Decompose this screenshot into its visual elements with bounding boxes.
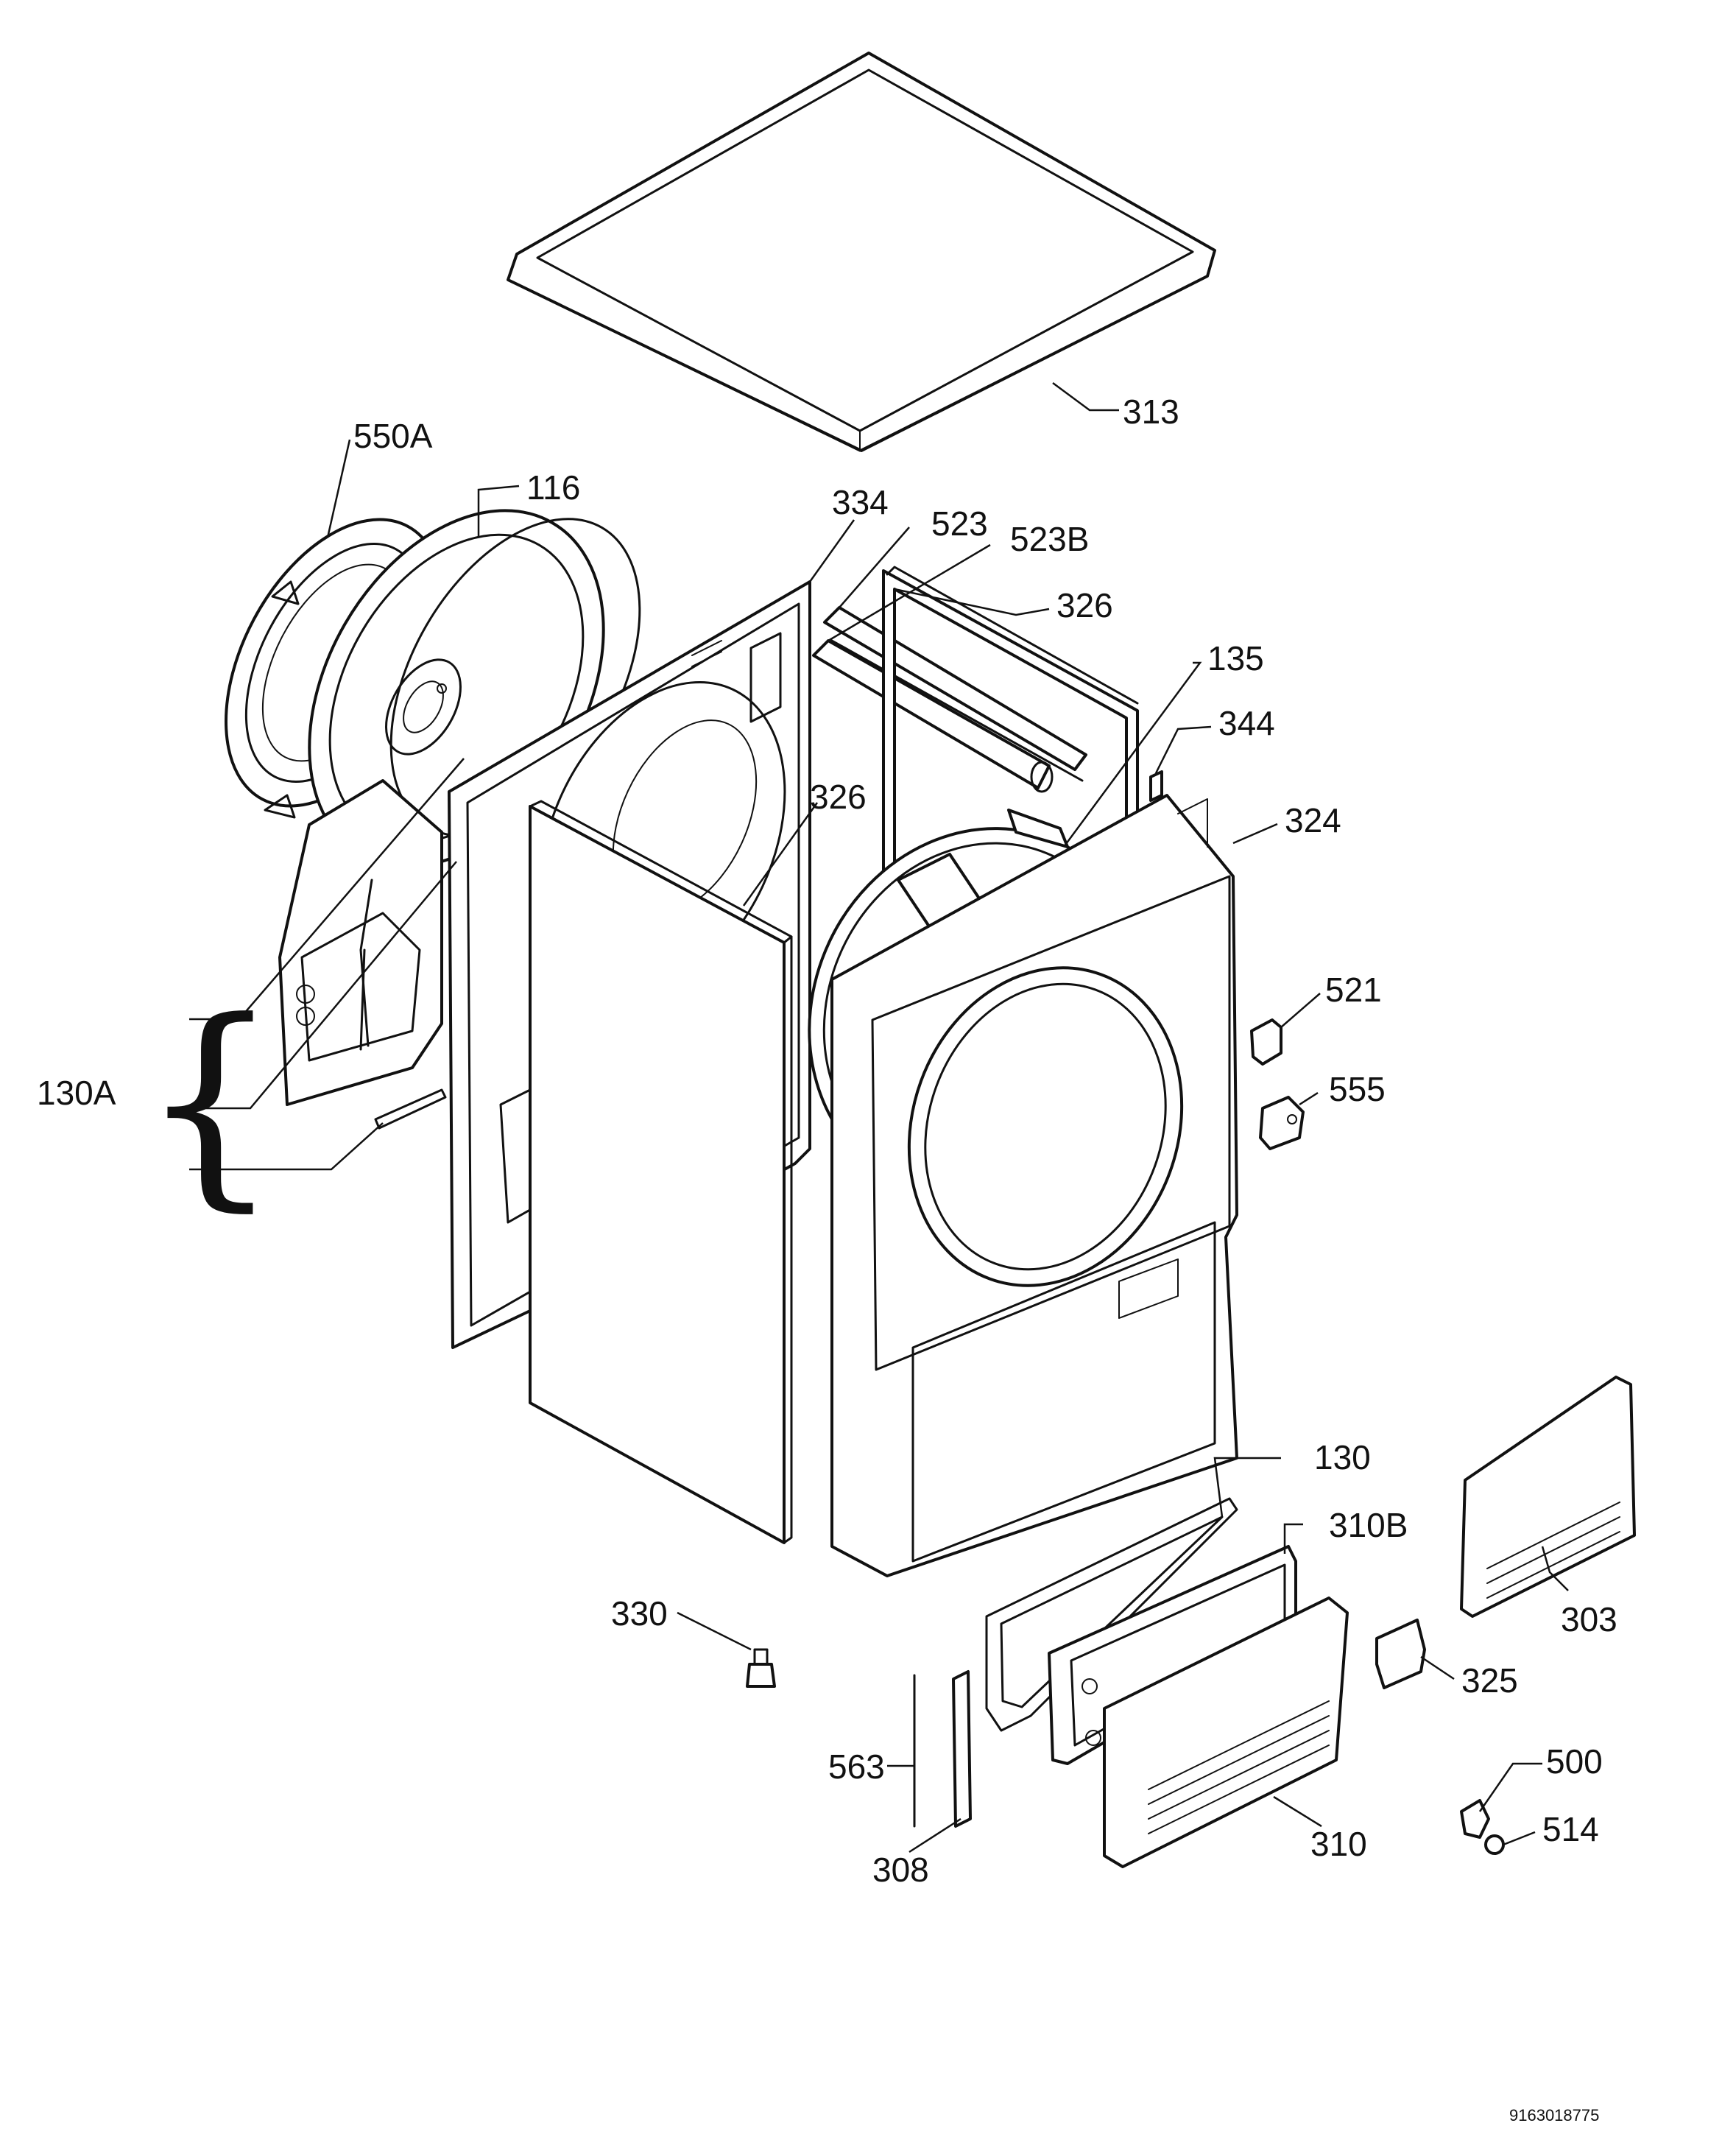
part-523-frame-rail [823,606,1087,782]
part-313-top-cover [507,52,1216,452]
leader-514 [1503,1831,1536,1846]
label-555: 555 [1329,1070,1386,1108]
part-555-cap [1259,1096,1305,1150]
leader-135 [1062,661,1202,848]
label-310: 310 [1310,1825,1367,1863]
label-550A: 550A [353,417,433,455]
leader-lines [189,381,1569,1853]
leader-303 [1541,1546,1569,1591]
leader-500 [1478,1762,1542,1812]
leader-130A-c [189,1122,384,1171]
label-313: 313 [1123,392,1179,431]
leader-334 [808,519,855,582]
label-326-top: 326 [1056,586,1113,624]
label-514: 514 [1542,1810,1599,1848]
part-303-kick-panel [1460,1376,1636,1618]
leader-324 [1232,823,1278,845]
leader-308 [908,1817,961,1853]
label-330: 330 [611,1594,668,1633]
leader-310 [1273,1795,1322,1828]
label-523B: 523B [1010,520,1089,558]
label-130: 130 [1314,1438,1371,1476]
brace-130A: { [140,974,280,1231]
leader-325 [1420,1655,1455,1680]
leader-130A-a [189,758,465,1021]
leader-550A [326,439,351,538]
label-344: 344 [1218,704,1275,742]
label-334: 334 [832,483,889,521]
label-325: 325 [1461,1661,1518,1700]
leader-130A-b [189,861,457,1110]
part-330-foot [746,1648,776,1688]
label-116: 116 [526,468,580,507]
label-135: 135 [1207,639,1264,677]
leader-330 [677,1611,752,1651]
label-310B: 310B [1329,1506,1408,1544]
label-326-mid: 326 [810,778,867,816]
leader-344 [1154,725,1212,774]
leader-555 [1299,1091,1319,1106]
leader-310B [1283,1523,1303,1554]
part-514-cap [1484,1834,1505,1855]
reference-number: 9163018775 [1509,2106,1599,2124]
part-326-side-board [529,800,793,1544]
leader-523 [839,527,910,608]
leader-116 [477,485,520,538]
part-521-cap [1250,1018,1282,1066]
label-500: 500 [1546,1742,1603,1781]
label-523: 523 [931,504,988,543]
label-303: 303 [1561,1600,1617,1638]
part-523B-tube [812,639,1054,793]
label-324: 324 [1285,801,1341,839]
leader-521 [1280,993,1321,1028]
label-130A: 130A [37,1074,116,1112]
part-308-hinge [952,1670,972,1828]
part-325-bracket [1375,1619,1426,1689]
leader-313 [1052,381,1119,412]
part-labels: 313 550A 116 334 523 523B 326 135 344 32… [37,392,1617,1889]
part-130-seal [985,1497,1238,1732]
leader-326-top [894,588,1050,616]
label-563: 563 [828,1747,885,1786]
leader-130 [1213,1457,1281,1518]
part-344-clip [1149,770,1163,802]
part-324-front-frame [830,794,1238,1577]
label-308: 308 [872,1851,929,1889]
label-521: 521 [1325,971,1382,1009]
part-130A-duct [359,879,447,1130]
part-310-drawer-front [1103,1596,1349,1868]
leader-326-mid [742,802,819,906]
